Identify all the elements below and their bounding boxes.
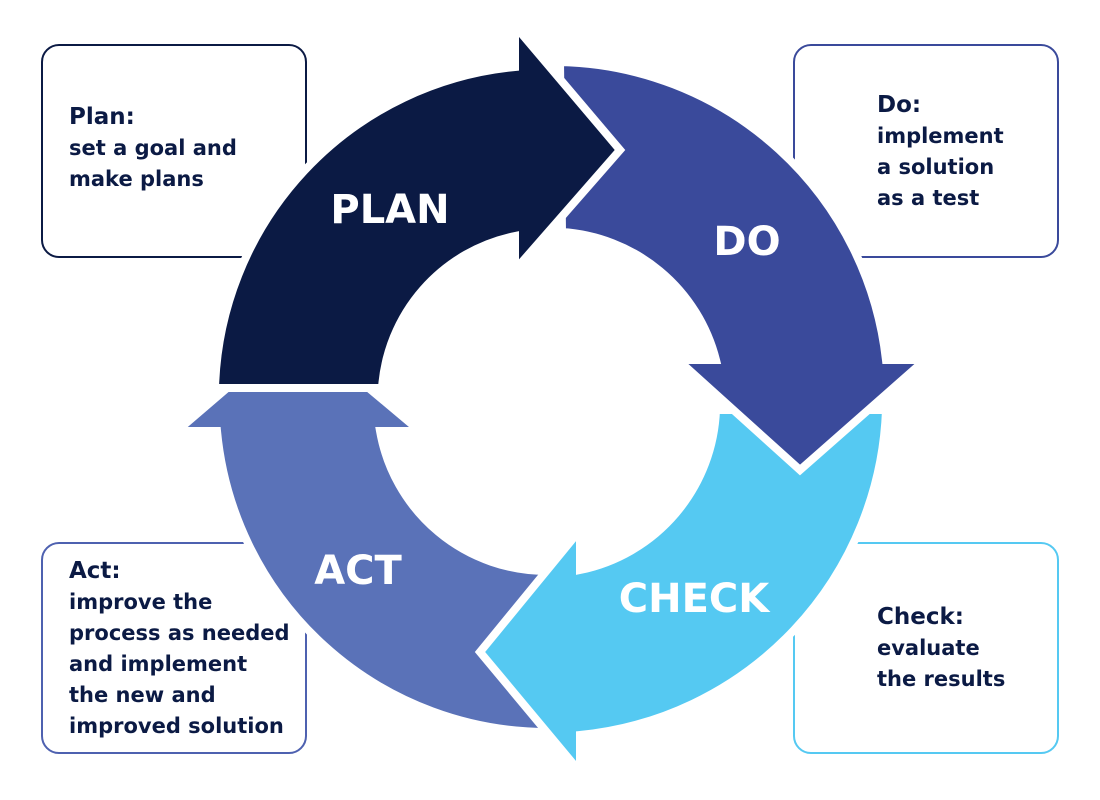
plan-segment <box>210 15 626 392</box>
do-segment <box>555 57 936 476</box>
do-card-heading: Do: <box>877 92 922 118</box>
do-card-line-2: a solution <box>877 155 995 179</box>
plan-card: Plan: set a goal and make plans <box>41 44 307 258</box>
act-card-heading: Act: <box>69 558 121 584</box>
act-segment <box>166 322 552 737</box>
act-card-line-3: and implement <box>69 652 248 676</box>
act-card-line-5: improved solution <box>69 714 284 738</box>
check-label: CHECK <box>619 576 772 622</box>
do-card-line-3: as a test <box>877 186 980 210</box>
plan-label: PLAN <box>330 187 449 233</box>
check-segment <box>474 406 891 784</box>
plan-card-heading: Plan: <box>69 104 135 130</box>
check-card-heading: Check: <box>877 604 964 630</box>
act-card-line-1: improve the <box>69 590 213 614</box>
check-card-line-2: the results <box>877 667 1006 691</box>
do-card-line-1: implement <box>877 124 1004 148</box>
act-label: ACT <box>314 548 402 594</box>
act-card-line-2: process as needed <box>69 621 290 645</box>
do-label: DO <box>713 219 780 265</box>
act-card-line-4: the new and <box>69 683 216 707</box>
act-card: Act: improve the process as needed and i… <box>41 542 307 754</box>
do-card: Do: implement a solution as a test <box>793 44 1059 258</box>
plan-card-line-1: set a goal and <box>69 136 237 160</box>
plan-card-line-2: make plans <box>69 167 204 191</box>
check-card-line-1: evaluate <box>877 636 980 660</box>
